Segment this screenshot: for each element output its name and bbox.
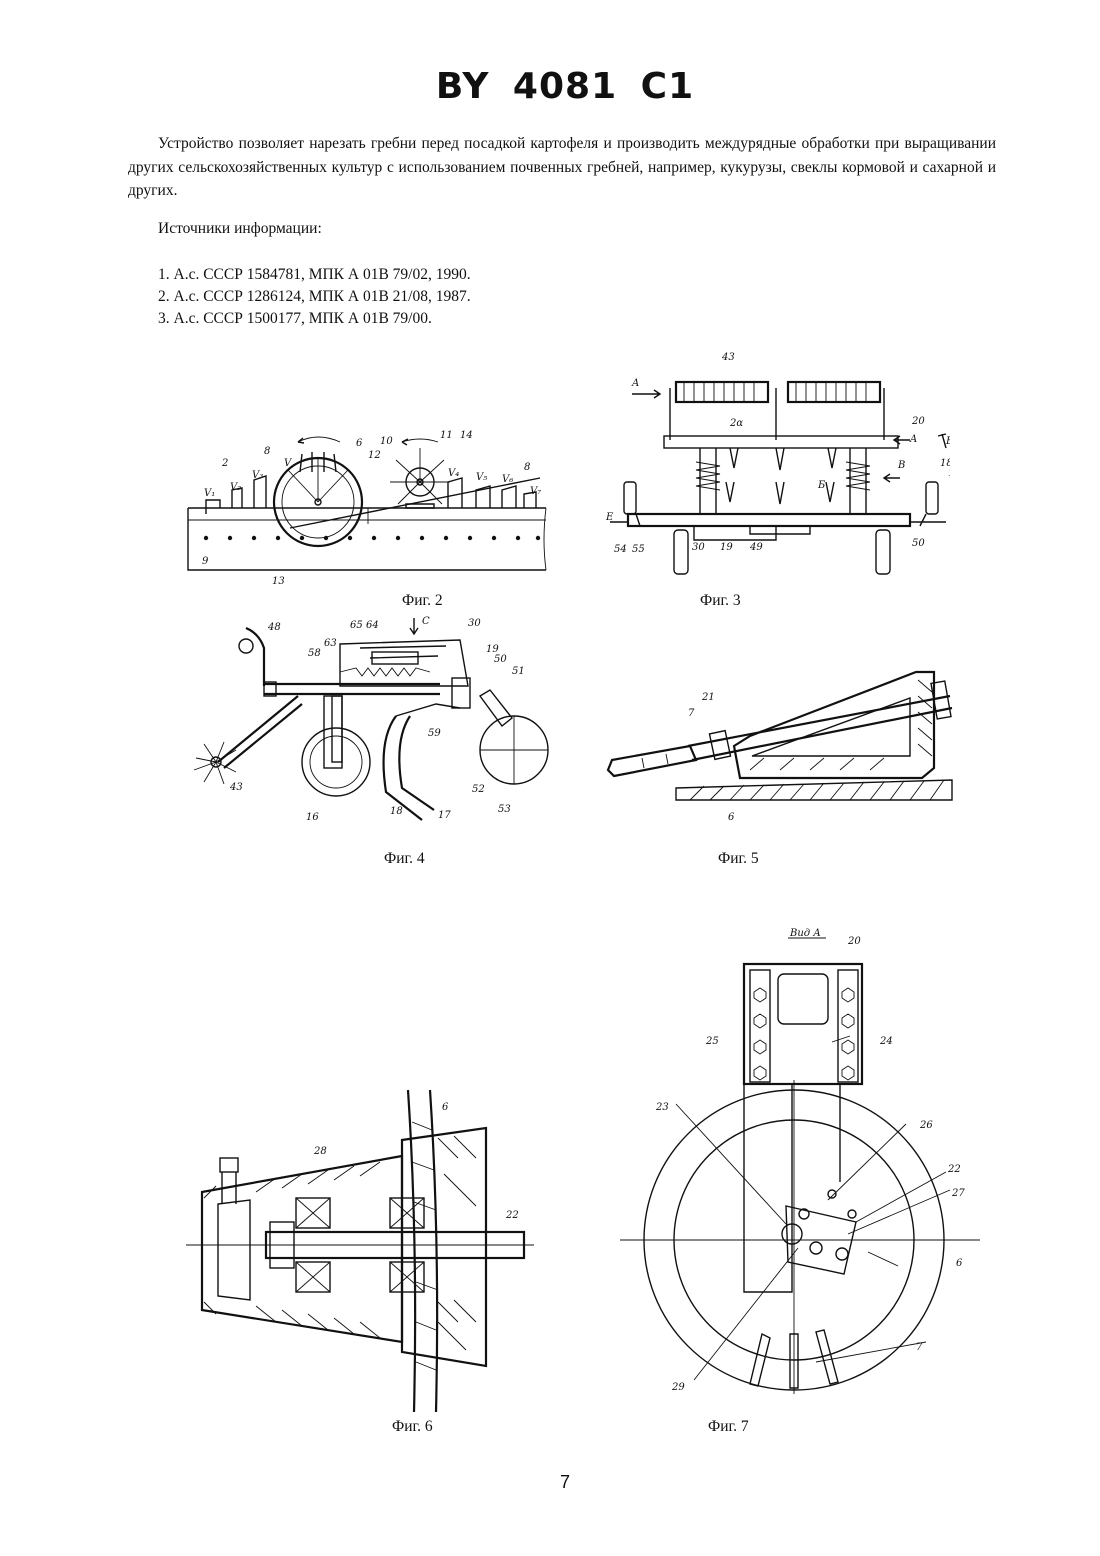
- svg-text:6: 6: [956, 1258, 963, 1269]
- svg-text:7: 7: [916, 1342, 923, 1353]
- document-title: BY 4081 C1: [0, 66, 1100, 107]
- reference-item: 1. А.с. СССР 1584781, МПК А 01В 79/02, 1…: [158, 264, 471, 286]
- svg-text:20: 20: [911, 416, 925, 427]
- svg-text:7: 7: [688, 708, 695, 719]
- svg-text:52: 52: [472, 784, 485, 795]
- svg-text:C: C: [422, 616, 430, 627]
- svg-text:V₃: V₃: [252, 470, 263, 481]
- svg-text:2α: 2α: [729, 418, 743, 429]
- figure-7-caption: Фиг. 7: [708, 1418, 749, 1436]
- reference-list: 1. А.с. СССР 1584781, МПК А 01В 79/02, 1…: [158, 264, 471, 330]
- svg-text:13: 13: [272, 576, 285, 587]
- svg-text:16: 16: [306, 812, 319, 823]
- svg-text:50: 50: [912, 538, 925, 549]
- svg-text:21: 21: [701, 692, 715, 703]
- svg-text:18: 18: [390, 806, 403, 817]
- svg-text:Б: Б: [817, 480, 826, 491]
- svg-text:27: 27: [951, 1188, 965, 1199]
- svg-text:59: 59: [428, 728, 441, 739]
- figure-3-drawing: 43A20 AБ2α BБ18 17E54 553019 4950: [600, 350, 950, 590]
- svg-text:8: 8: [264, 446, 270, 457]
- svg-text:29: 29: [671, 1382, 685, 1393]
- svg-text:28: 28: [313, 1146, 327, 1157]
- svg-text:63: 63: [324, 638, 337, 649]
- page-number: 7: [0, 1472, 1100, 1493]
- figure-4-drawing: 486365 64C30 195051 585943 161817 5253: [190, 612, 560, 832]
- svg-text:65: 65: [350, 620, 363, 631]
- figure-5-drawing: 21 7 6: [600, 662, 970, 832]
- svg-text:50: 50: [494, 654, 507, 665]
- svg-text:A: A: [631, 378, 639, 389]
- figure-2-caption: Фиг. 2: [402, 592, 443, 610]
- svg-text:17: 17: [438, 810, 451, 821]
- svg-text:23: 23: [655, 1102, 669, 1113]
- svg-text:V₂: V₂: [230, 482, 241, 493]
- figure-3-caption: Фиг. 3: [700, 592, 741, 610]
- svg-text:24: 24: [879, 1036, 893, 1047]
- body-paragraph: Устройство позволяет нарезать гребни пер…: [128, 132, 996, 203]
- reference-item: 2. А.с. СССР 1286124, МПК А 01В 21/08, 1…: [158, 286, 471, 308]
- figure-6-caption: Фиг. 6: [392, 1418, 433, 1436]
- svg-text:14: 14: [460, 430, 473, 441]
- svg-text:43: 43: [721, 352, 735, 363]
- svg-text:11: 11: [440, 430, 453, 441]
- svg-text:B: B: [897, 460, 905, 471]
- svg-text:20: 20: [847, 936, 861, 947]
- svg-text:8: 8: [524, 462, 530, 473]
- svg-text:V₇: V₇: [530, 486, 541, 497]
- svg-text:43: 43: [229, 782, 243, 793]
- figure-7-drawing: Вид А 20 25 24 23 26 22 27 6 29 7: [620, 914, 980, 1414]
- svg-text:58: 58: [308, 648, 321, 659]
- svg-text:10: 10: [380, 436, 393, 447]
- svg-text:64: 64: [366, 620, 379, 631]
- svg-text:Вид А: Вид А: [789, 928, 821, 939]
- svg-text:55: 55: [632, 544, 645, 555]
- reference-item: 3. А.с. СССР 1500177, МПК А 01В 79/00.: [158, 308, 471, 330]
- svg-text:9: 9: [202, 556, 209, 567]
- svg-text:30: 30: [468, 618, 481, 629]
- svg-text:25: 25: [705, 1036, 719, 1047]
- svg-text:6: 6: [356, 438, 363, 449]
- svg-text:6: 6: [442, 1102, 449, 1113]
- svg-text:54: 54: [614, 544, 627, 555]
- svg-text:V₅: V₅: [476, 472, 487, 483]
- svg-text:V₆: V₆: [502, 474, 513, 485]
- svg-text:48: 48: [267, 622, 281, 633]
- svg-text:Б: Б: [945, 436, 950, 447]
- svg-text:22: 22: [505, 1210, 519, 1221]
- svg-text:30: 30: [692, 542, 705, 553]
- figure-2-drawing: 286 101114 1289 13 V₁V₂V₃ VV₄V₅ V₆V₇: [180, 420, 560, 600]
- figure-5-caption: Фиг. 5: [718, 850, 759, 868]
- svg-text:12: 12: [368, 450, 381, 461]
- figure-6-drawing: 6 28 22: [186, 1082, 536, 1422]
- svg-text:22: 22: [947, 1164, 961, 1175]
- svg-text:6: 6: [728, 812, 735, 823]
- svg-text:17: 17: [948, 468, 950, 479]
- sources-heading: Источники информации:: [158, 220, 322, 238]
- svg-text:V₄: V₄: [448, 468, 459, 479]
- svg-text:19: 19: [720, 542, 733, 553]
- svg-text:53: 53: [498, 804, 511, 815]
- svg-text:2: 2: [221, 458, 228, 469]
- svg-text:V₁: V₁: [204, 488, 215, 499]
- svg-text:26: 26: [919, 1120, 933, 1131]
- svg-text:E: E: [605, 512, 614, 523]
- svg-text:51: 51: [512, 666, 525, 677]
- svg-text:A: A: [909, 434, 917, 445]
- figure-4-caption: Фиг. 4: [384, 850, 425, 868]
- svg-text:49: 49: [749, 542, 763, 553]
